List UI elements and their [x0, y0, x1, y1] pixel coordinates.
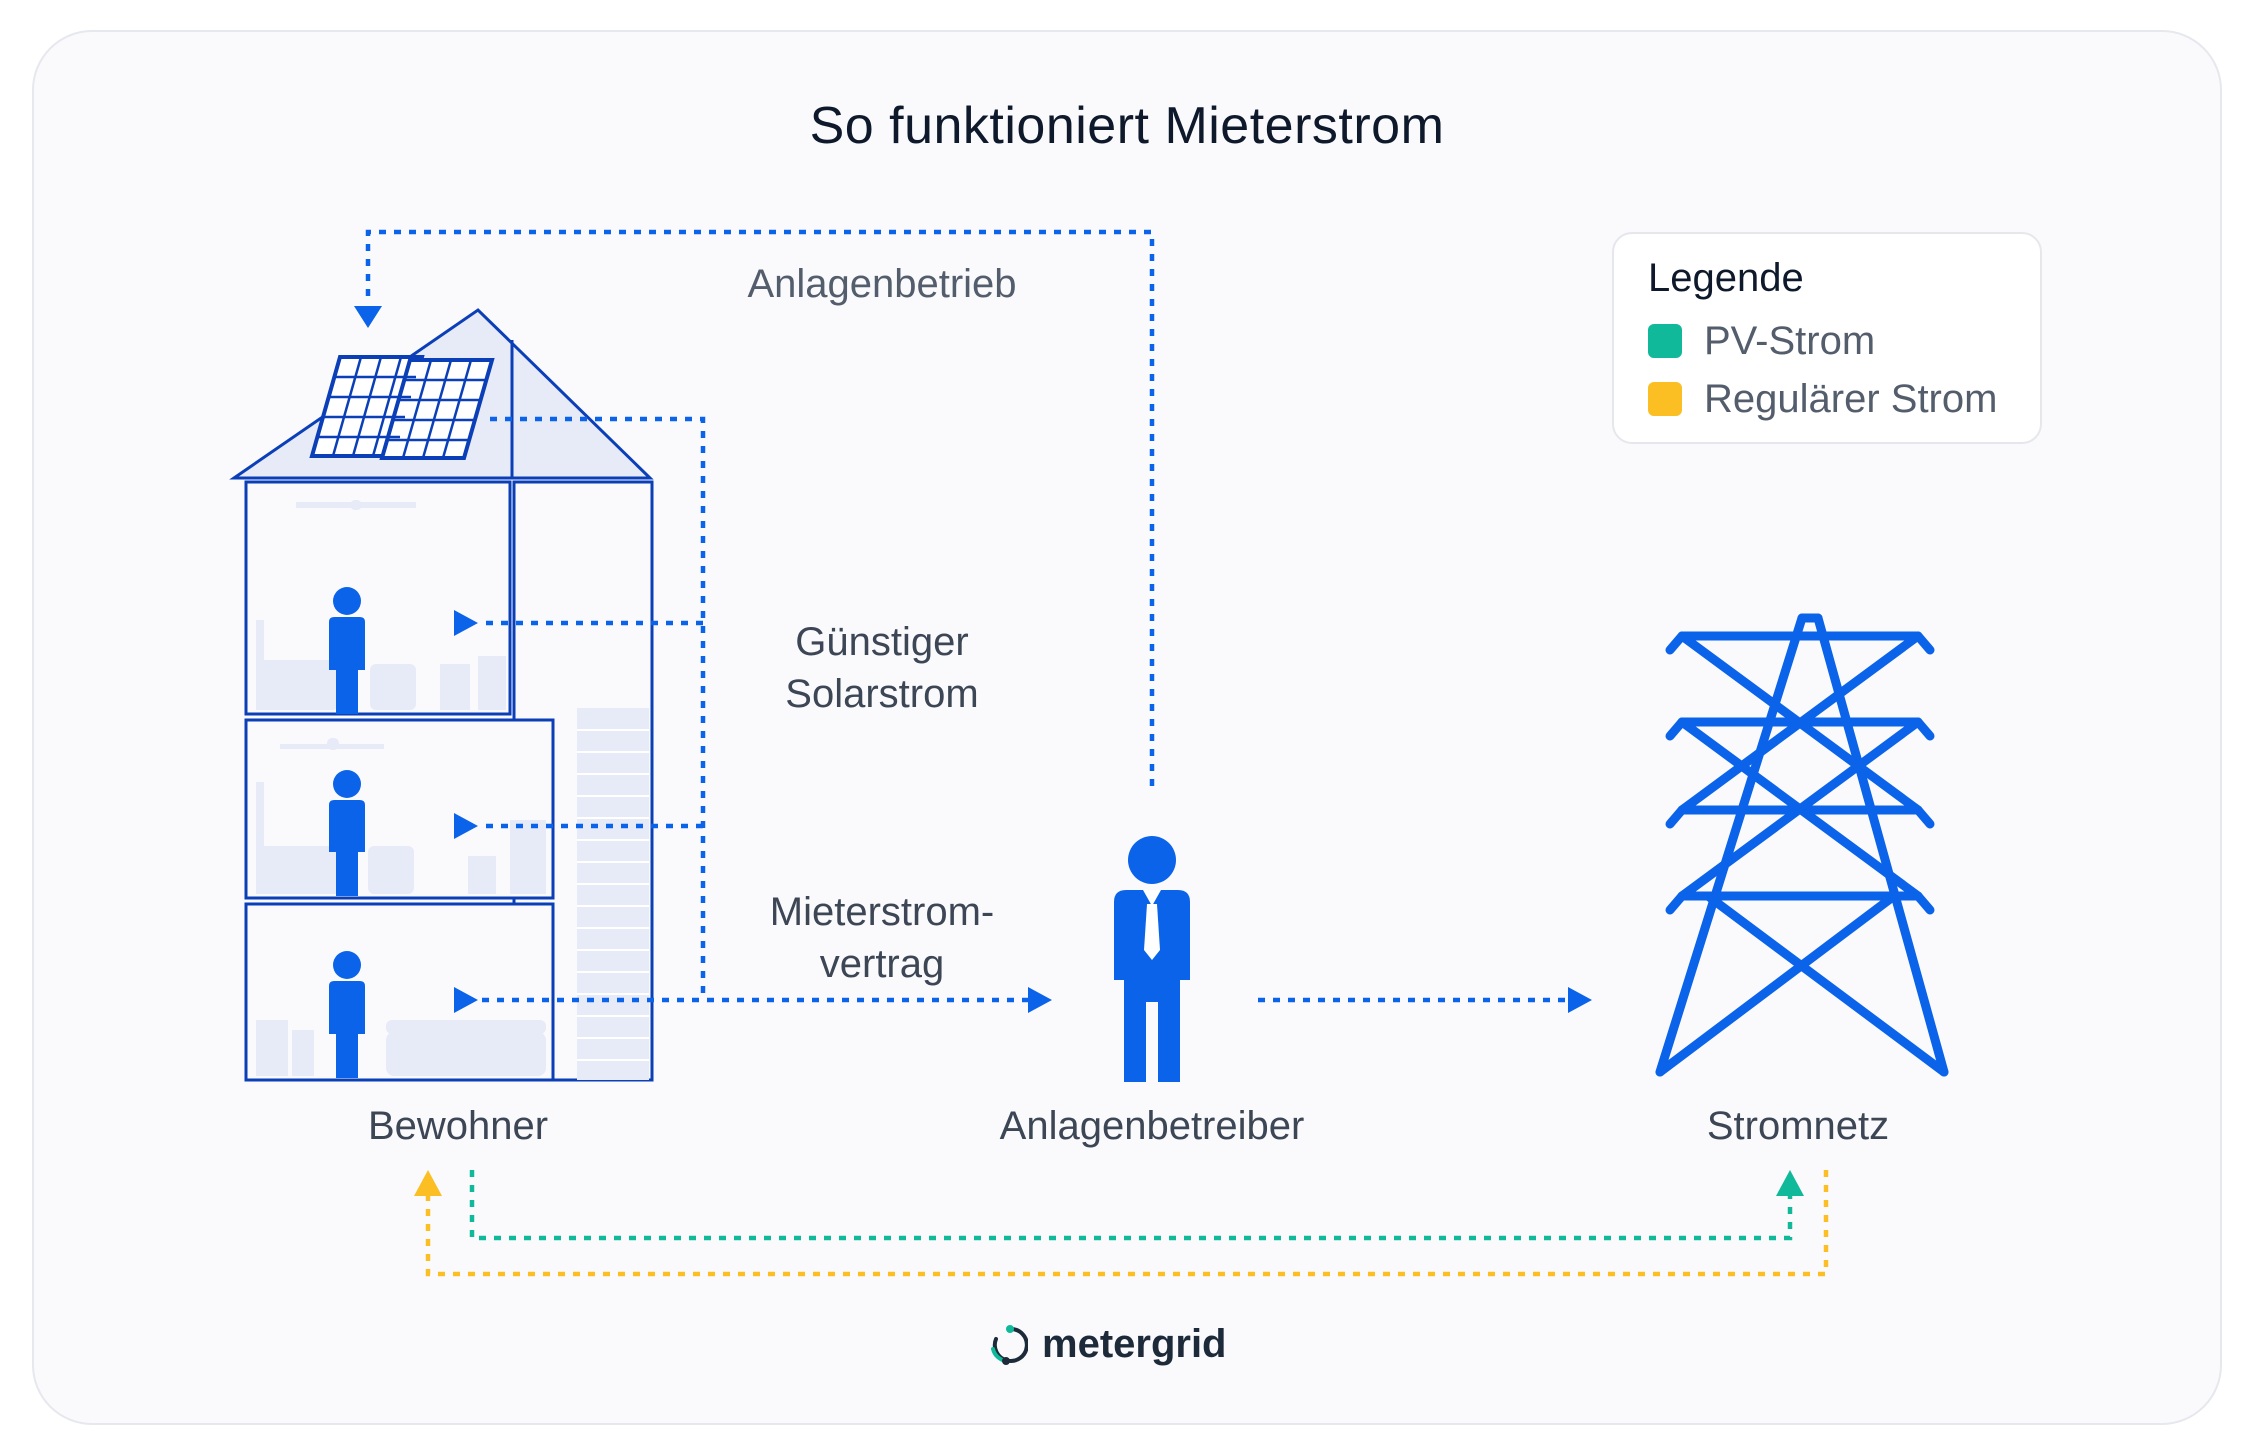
node-label-stromnetz: Stromnetz	[1706, 1104, 1890, 1148]
node-label-anlagenbetreiber: Anlagenbetreiber	[999, 1104, 1305, 1148]
pv-swatch	[1648, 324, 1682, 358]
regular-swatch	[1648, 382, 1682, 416]
legend-item-pv: PV-Strom	[1648, 316, 1875, 366]
legend-title: Legende	[1648, 256, 1804, 300]
resident-icon	[329, 770, 365, 896]
label-solarstrom-line1: Günstiger	[795, 620, 969, 664]
node-label-bewohner: Bewohner	[367, 1104, 549, 1148]
house-with-solar-icon	[229, 308, 654, 1082]
legend-label-pv: PV-Strom	[1704, 318, 1876, 363]
regular-flow-line	[425, 1170, 1829, 1277]
pv-arrowhead	[1776, 1170, 1804, 1196]
businessman-icon	[1114, 836, 1190, 1082]
metergrid-logo: metergrid	[988, 1322, 1227, 1367]
metergrid-logo-icon	[991, 1324, 1028, 1365]
legend: Legende PV-Strom Regulärer Strom	[1612, 232, 2042, 444]
legend-item-regular: Regulärer Strom	[1648, 374, 1997, 424]
solar-panel-icon	[309, 355, 495, 460]
label-vertrag-line2: vertrag	[819, 942, 945, 986]
pv-flow-line	[469, 1170, 1793, 1241]
resident-icon	[329, 587, 365, 714]
label-anlagenbetrieb: Anlagenbetrieb	[747, 262, 1017, 306]
power-pylon-icon	[1655, 613, 1949, 1077]
blue-flow-arrowheads	[354, 306, 1592, 1013]
logo-text: metergrid	[1042, 1322, 1227, 1366]
blue-flow-lines	[365, 229, 1572, 1003]
diagram-title: So funktioniert Mieterstrom	[809, 97, 1445, 155]
label-solarstrom-line2: Solarstrom	[785, 672, 979, 716]
energy-flow-lines	[425, 1170, 1829, 1277]
resident-icon	[329, 951, 365, 1078]
label-vertrag-line1: Mieterstrom-	[769, 890, 995, 934]
legend-label-regular: Regulärer Strom	[1704, 376, 1998, 421]
regular-arrowhead	[414, 1170, 442, 1196]
